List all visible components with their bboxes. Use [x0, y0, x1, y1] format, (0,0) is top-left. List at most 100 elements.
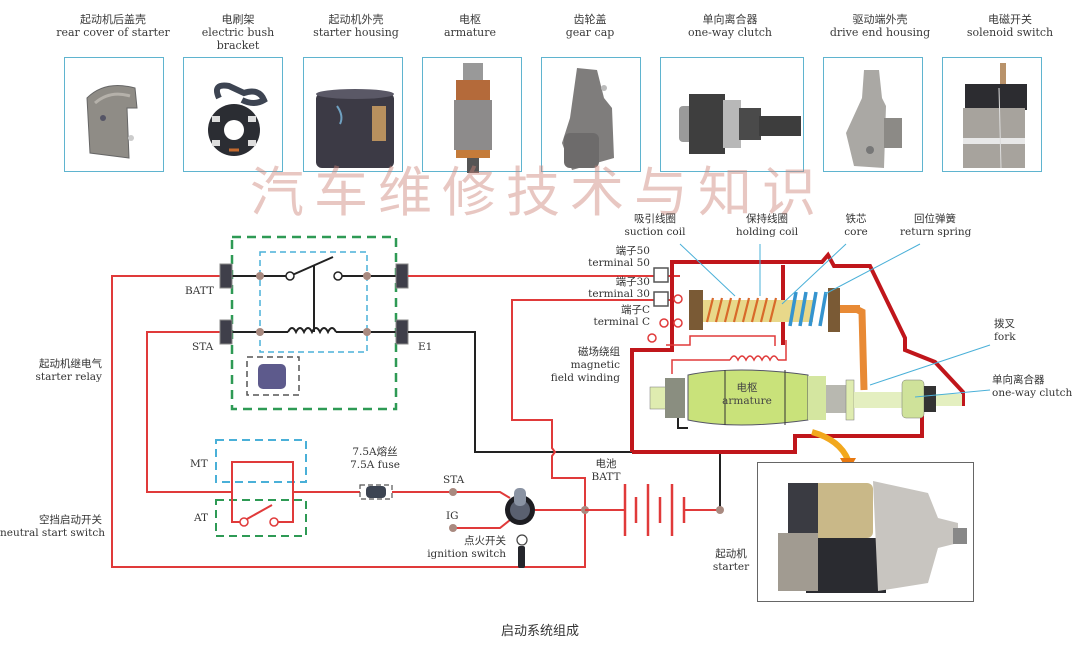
relay-component-icon	[258, 364, 286, 389]
core-label: 铁芯 core	[836, 213, 876, 239]
armature-label: 电枢 armature	[712, 382, 782, 408]
return-spring-en: return spring	[900, 226, 972, 238]
part-zh: 单向离合器	[702, 13, 758, 26]
battery-icon	[623, 484, 686, 536]
starter-en: starter	[712, 561, 750, 573]
fork-zh: 拨叉	[994, 318, 1015, 330]
terminal-c-label: 端子C terminal C	[580, 304, 650, 328]
part-label-rear-cover: 起动机后盖壳 rear cover of starter	[48, 13, 178, 39]
terminal-30-label: 端子30 terminal 30	[580, 276, 650, 300]
return-spring-zh: 回位弹簧	[914, 213, 956, 225]
relay-zh: 起动机继电气	[39, 358, 102, 370]
gear-cap-image	[562, 68, 614, 170]
relay-coil	[287, 327, 337, 335]
suction-coil-en: suction coil	[624, 226, 686, 238]
suction-coil	[705, 297, 778, 323]
clutch-body	[901, 379, 925, 419]
part-zh: 电刷架	[221, 13, 255, 26]
relay-e1-label: E1	[418, 341, 433, 353]
fork-en: fork	[994, 331, 1016, 343]
starter-housing-outline	[630, 251, 965, 454]
part-zh: 起动机后盖壳	[80, 13, 146, 26]
connector-out-top	[395, 263, 409, 289]
part-en: gear cap	[565, 26, 615, 39]
part-en: electric bush bracket	[201, 26, 275, 52]
fuse-en: 7.5A fuse	[350, 459, 400, 471]
neutral-en: neutral start switch	[0, 527, 105, 539]
return-spring	[788, 291, 828, 327]
relay-title: 起动机继电气 starter relay	[10, 358, 102, 384]
core-zh: 铁芯	[845, 213, 867, 225]
holding-coil-en: holding coil	[735, 226, 799, 238]
drive-end-image	[846, 70, 902, 168]
part-zh: 电磁开关	[988, 13, 1032, 26]
connector-sta	[219, 319, 233, 345]
at-box	[215, 499, 307, 537]
part-photo-rear-cover	[64, 57, 164, 172]
part-photo-starter-housing	[303, 57, 403, 172]
connector-batt	[219, 263, 233, 289]
part-label-one-way-clutch: 单向离合器 one-way clutch	[665, 13, 795, 39]
terminal-30-zh: 端子30	[615, 276, 650, 288]
part-zh: 齿轮盖	[573, 13, 607, 26]
solenoid-image	[963, 63, 1027, 169]
terminal-50-en: terminal 50	[588, 257, 650, 269]
mt-box	[215, 439, 307, 483]
armature-zh: 电枢	[736, 382, 758, 394]
core-en: core	[844, 226, 868, 238]
relay-icon-box	[246, 356, 300, 396]
terminal-50	[653, 267, 669, 283]
holding-coil-label: 保持线圈 holding coil	[732, 213, 802, 239]
one-way-clutch-image	[679, 94, 801, 154]
starter-label: 起动机 starter	[706, 548, 756, 574]
armature-en: armature	[722, 395, 772, 407]
figure-caption: 启动系统组成	[500, 624, 579, 639]
brush-bracket-image	[208, 82, 268, 156]
solenoid-end-plate-left	[689, 290, 703, 330]
suction-coil-label: 吸引线圈 suction coil	[620, 213, 690, 239]
mt-label: MT	[190, 458, 208, 470]
starter-zh: 起动机	[715, 548, 747, 560]
relay-en: starter relay	[35, 371, 102, 383]
wire-batt-left	[111, 275, 586, 568]
battery-label: 电池 BATT	[584, 458, 628, 484]
fork-lever	[854, 305, 868, 391]
fuse-box	[359, 484, 393, 500]
starter-housing-image	[316, 89, 394, 168]
field-winding-zh: 磁场绕组	[578, 346, 620, 358]
part-en: starter housing	[313, 26, 399, 39]
solenoid-core	[703, 300, 813, 322]
ignition-title: 点火开关 ignition switch	[420, 535, 506, 561]
field-winding-en1: magnetic	[570, 359, 620, 371]
clutch-en: one-way clutch	[992, 387, 1073, 399]
part-en: drive end housing	[829, 26, 931, 39]
fuse-icon	[366, 486, 386, 498]
part-label-gear-cap: 齿轮盖 gear cap	[540, 13, 640, 39]
fork-label: 拨叉 fork	[994, 318, 1016, 344]
starter-photo-image	[778, 481, 967, 593]
part-en: armature	[443, 26, 497, 39]
ignition-switch-icon	[505, 488, 535, 568]
clutch-zh: 单向离合器	[992, 374, 1045, 386]
fuse-zh: 7.5A熔丝	[352, 446, 398, 458]
rear-cover-image	[86, 85, 138, 159]
armature-image	[454, 63, 492, 173]
at-label: AT	[194, 512, 209, 524]
part-photo-gear-cap	[541, 57, 641, 172]
part-label-solenoid: 电磁开关 solenoid switch	[945, 13, 1075, 39]
part-en: solenoid switch	[966, 26, 1054, 39]
starter-photo	[757, 462, 974, 602]
part-photo-brush-bracket	[183, 57, 283, 172]
commutator	[665, 378, 685, 418]
wire-sta-left	[146, 331, 232, 493]
relay-inner-box	[259, 251, 368, 353]
terminal-50-zh: 端子50	[615, 245, 650, 257]
relay-sta-label: STA	[192, 341, 214, 353]
part-zh: 驱动端外壳	[852, 13, 908, 26]
terminal-30-en: terminal 30	[588, 288, 650, 300]
neutral-zh: 空挡启动开关	[39, 514, 102, 526]
arrow-to-photo	[811, 429, 851, 462]
ignition-sta-label: STA	[443, 474, 465, 486]
part-zh: 电枢	[459, 13, 481, 26]
